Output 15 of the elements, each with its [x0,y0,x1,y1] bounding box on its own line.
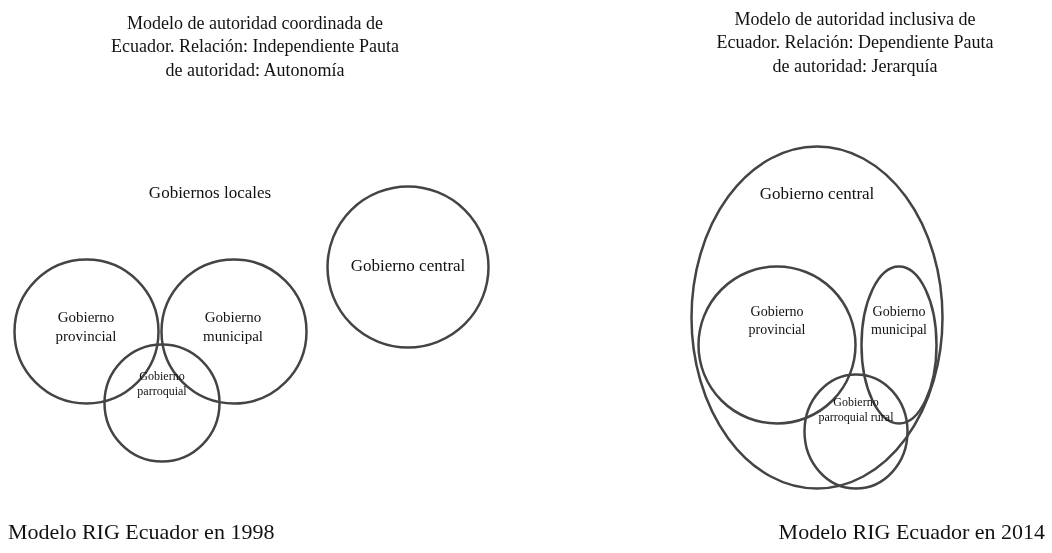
circle-label: Gobierno municipal [202,308,264,346]
circle-label: Gobierno provincial [747,303,807,338]
model-description: Modelo de autoridad inclusiva de Ecuador. Relación: Dependiente Pauta de autoridad: Jerarquía [715,8,995,78]
circle-label: Gobierno municipal [870,303,928,338]
circle-label: Gobierno central [758,183,876,205]
caption-text: Modelo RIG Ecuador en 1998 [8,518,276,546]
government-circle [103,343,221,463]
circle-label: Gobierno provincial [54,308,118,346]
government-circle [803,373,909,490]
caption-text: Modelo RIG Ecuador en 2014 [777,518,1045,546]
model-description: Modelo de autoridad coordinada de Ecuador. Relación: Independiente Pauta de autoridad: Autonomía [110,12,400,82]
government-circle [326,185,490,349]
government-circle [690,145,944,490]
group-heading: Gobiernos locales [147,182,273,204]
circle-label: Gobierno central [349,255,467,277]
